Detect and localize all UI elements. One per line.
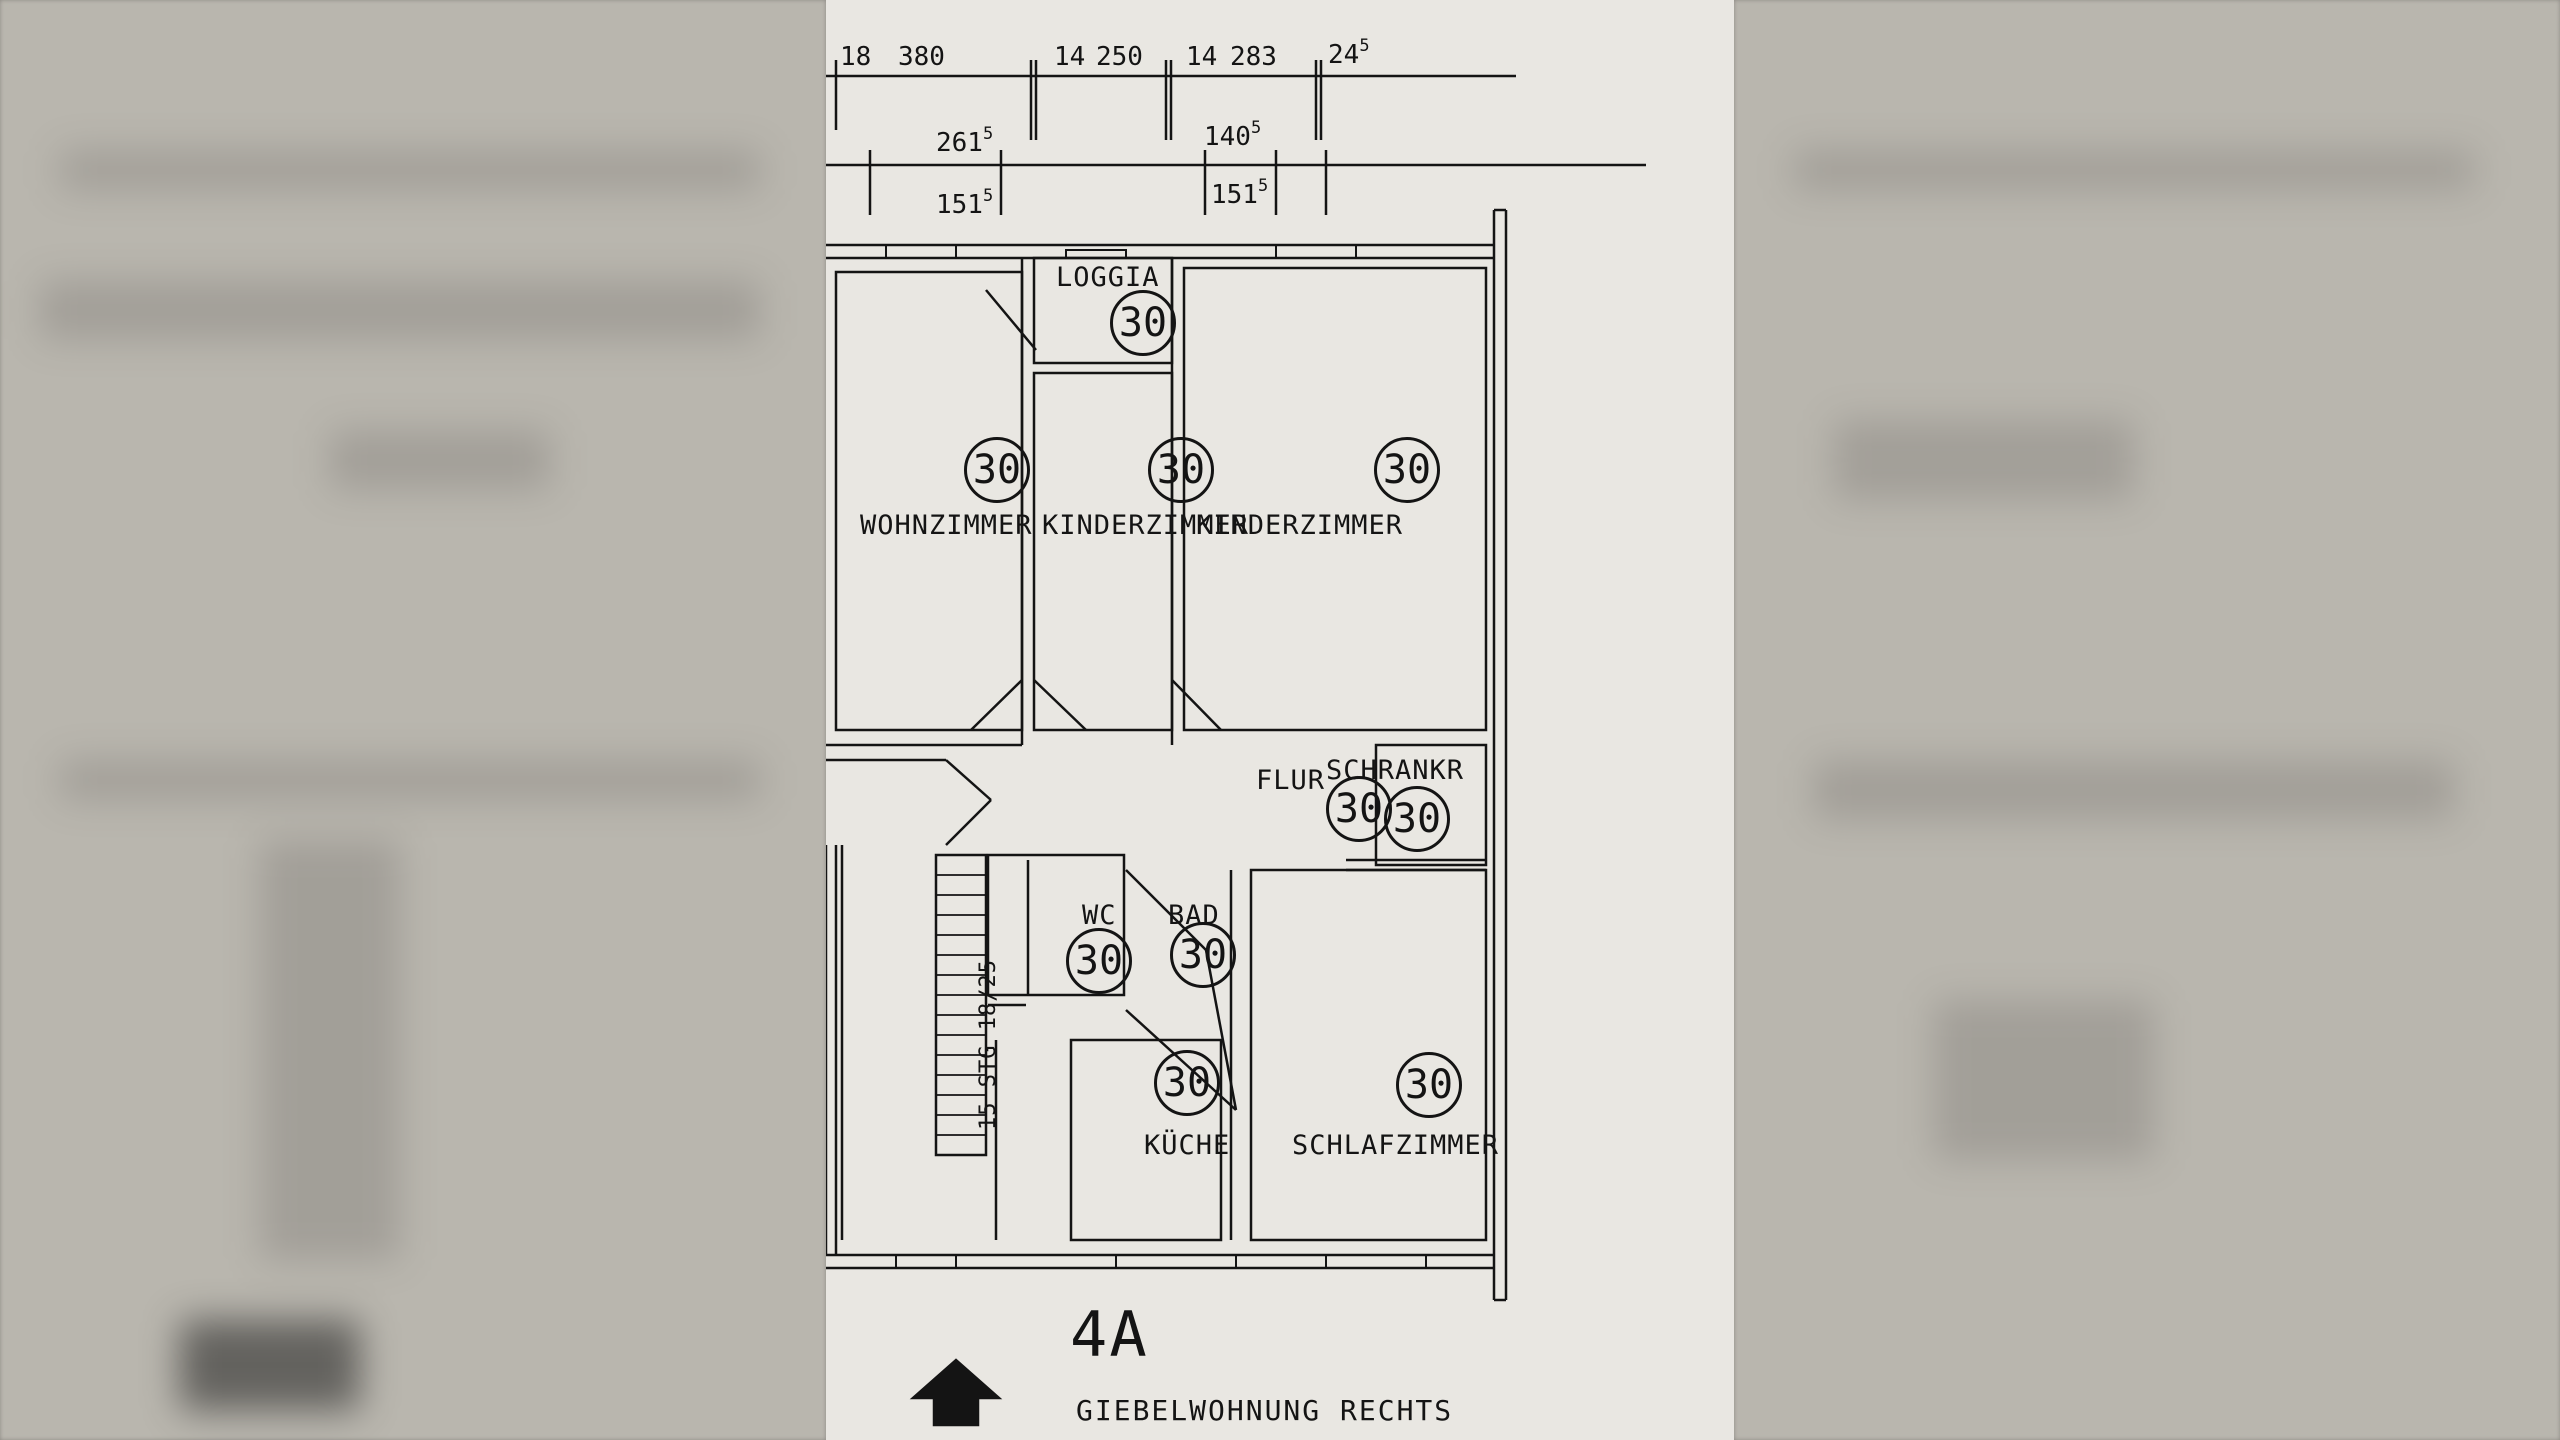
dim-14a: 14 [1054, 42, 1086, 72]
dim-380: 380 [898, 42, 945, 72]
badge-bad: 30 [1170, 922, 1236, 988]
dim-1405: 1405 [1204, 118, 1262, 152]
dim-1515-right: 1515 [1211, 176, 1269, 210]
badge-kinderzimmer-2: 30 [1374, 437, 1440, 503]
room-label-kinderzimmer-1: KINDERZIMMER [1042, 510, 1250, 541]
blurred-background-left [0, 0, 826, 1440]
badge-wohnzimmer: 30 [964, 437, 1030, 503]
badge-schlafzimmer: 30 [1396, 1052, 1462, 1118]
dim-18: 18 [840, 42, 872, 72]
room-label-schlafzimmer: SCHLAFZIMMER [1292, 1130, 1500, 1161]
dim-245: 245 [1328, 36, 1370, 70]
dim-14b: 14 [1186, 42, 1218, 72]
room-label-kueche: KÜCHE [1144, 1130, 1231, 1161]
room-label-kinderzimmer-2: KINDERZIMMER [1196, 510, 1404, 541]
north-arrow-icon [913, 1360, 999, 1425]
floor-plan-sheet: 18 380 14 250 14 283 245 2615 1405 1515 … [826, 0, 1734, 1440]
dim-2615: 2615 [936, 124, 994, 158]
badge-wc: 30 [1066, 928, 1132, 994]
plan-subtitle: GIEBELWOHNUNG RECHTS [1076, 1394, 1454, 1427]
badge-kinderzimmer-1: 30 [1148, 437, 1214, 503]
dim-250: 250 [1096, 42, 1143, 72]
room-label-wohnzimmer: WOHNZIMMER [860, 510, 1033, 541]
dim-1515-left: 1515 [936, 186, 994, 220]
plan-title: 4A [1070, 1298, 1149, 1371]
room-label-loggia: LOGGIA [1056, 262, 1160, 293]
room-label-schrank: SCHRANKR [1326, 755, 1465, 786]
dim-283: 283 [1230, 42, 1277, 72]
room-label-wc: WC [1082, 900, 1117, 931]
stair-label: 15 STG 18/25 [976, 959, 1001, 1130]
blurred-background-right [1734, 0, 2560, 1440]
badge-schrank: 30 [1384, 786, 1450, 852]
room-label-flur: FLUR [1256, 765, 1326, 796]
badge-loggia: 30 [1110, 290, 1176, 356]
badge-kueche: 30 [1154, 1050, 1220, 1116]
